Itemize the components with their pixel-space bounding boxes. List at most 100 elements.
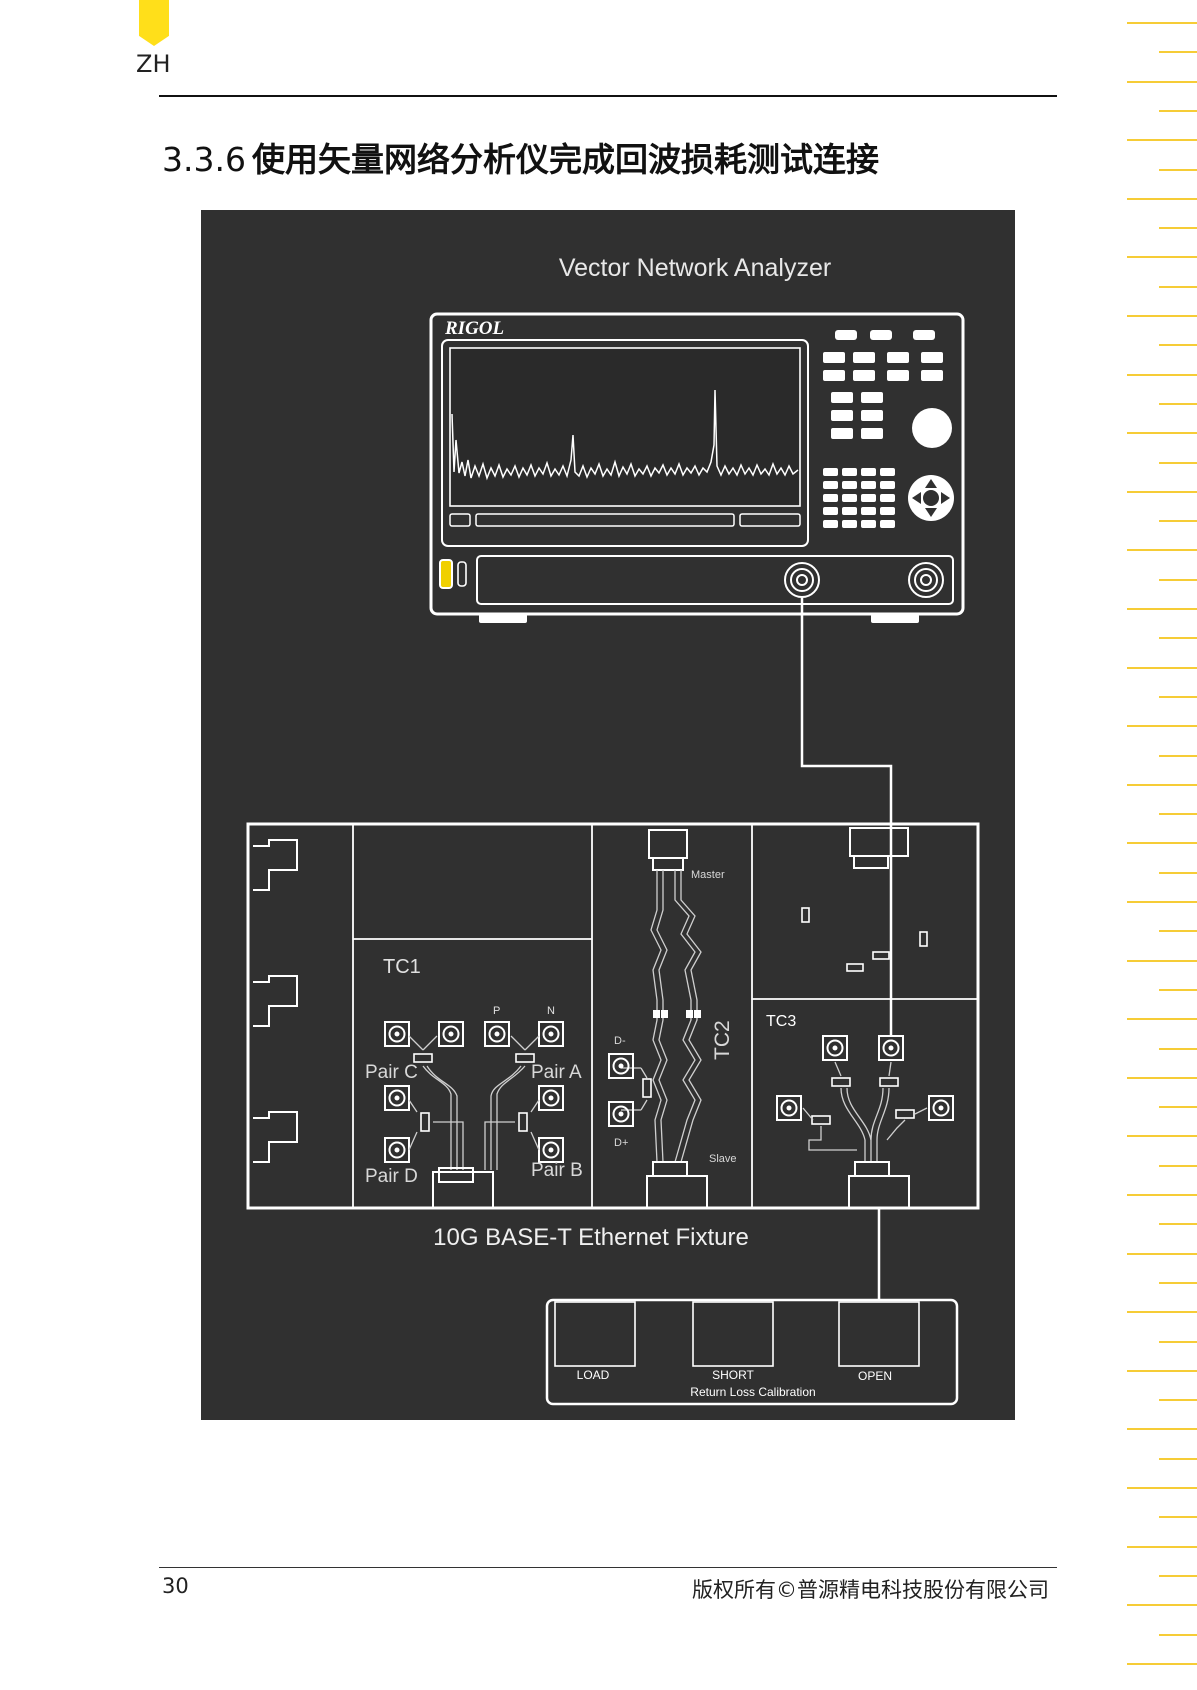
tc2-master-label: Master: [691, 869, 725, 881]
ruler-tick: [1127, 1369, 1197, 1372]
ruler-tick: [1159, 1223, 1197, 1226]
fixture-label: 10G BASE-T Ethernet Fixture: [433, 1224, 749, 1251]
ruler-tick: [1159, 637, 1197, 640]
tc2-d-plus: D+: [614, 1137, 628, 1149]
tc3-rj45-top: [849, 827, 909, 869]
ruler-tick: [1159, 1047, 1197, 1050]
ruler-tick: [1159, 227, 1197, 230]
page-number: 30: [162, 1574, 189, 1598]
load-label: LOAD: [577, 1368, 610, 1382]
tc2-title: TC2: [711, 1020, 734, 1060]
ruler-tick: [1127, 256, 1197, 259]
ruler-tick: [1159, 461, 1197, 464]
edge-ruler: [1110, 0, 1197, 1690]
section-number: 3.3.6: [162, 140, 246, 179]
tc1-pin-p: P: [493, 1005, 500, 1017]
tc3-rj45-bottom: [848, 1161, 910, 1209]
ruler-tick: [1159, 168, 1197, 171]
rigol-logo: RIGOL: [444, 318, 504, 339]
tc1-traces: [408, 1035, 540, 1170]
tc3-title: TC3: [766, 1013, 796, 1030]
ruler-tick: [1159, 1633, 1197, 1636]
tc2-d-minus: D-: [614, 1035, 626, 1047]
ruler-tick: [1127, 842, 1197, 845]
ruler-tick: [1159, 1281, 1197, 1284]
tc2-capacitors: [653, 1010, 701, 1018]
ruler-tick: [1127, 1604, 1197, 1607]
ruler-tick: [1127, 666, 1197, 669]
tc1-pair-c: Pair C: [365, 1062, 418, 1083]
rotary-knob: [912, 408, 952, 448]
ruler-tick: [1127, 432, 1197, 435]
ruler-tick: [1159, 813, 1197, 816]
header-rule: [159, 95, 1057, 97]
ruler-tick: [1127, 549, 1197, 552]
ruler-tick: [1127, 1428, 1197, 1431]
ruler-tick: [1127, 490, 1197, 493]
ruler-tick: [1127, 373, 1197, 376]
connection-diagram: Vector Network Analyzer RIGOL: [201, 210, 1015, 1420]
open-label: OPEN: [858, 1369, 892, 1383]
ruler-tick: [1159, 1106, 1197, 1109]
ruler-tick: [1127, 1194, 1197, 1196]
tc2-rj45-top: [648, 829, 688, 871]
ethernet-fixture: TC1 P N Pair C Pair A Pair D Pair B: [246, 822, 980, 1210]
ruler-tick: [1159, 578, 1197, 581]
short-label: SHORT: [712, 1368, 754, 1382]
vector-network-analyzer: RIGOL: [429, 312, 965, 623]
port-2-connector: [908, 562, 944, 598]
ruler-tick: [1127, 315, 1197, 317]
cable-analyzer-to-fixture: [800, 598, 893, 1036]
analyzer-screen: [449, 347, 801, 507]
ruler-tick: [1127, 725, 1197, 728]
ruler-tick: [1127, 1487, 1197, 1489]
tc2-rj45-bottom: [646, 1161, 708, 1209]
ruler-tick: [1159, 402, 1197, 405]
spectrum-trace: [451, 389, 799, 481]
ruler-tick: [1159, 51, 1197, 54]
tc1-pair-d: Pair D: [365, 1166, 418, 1187]
ruler-tick: [1127, 608, 1197, 610]
analyzer-keypad: [823, 330, 943, 528]
language-code: ZH: [136, 50, 171, 78]
ruler-tick: [1127, 80, 1197, 83]
ruler-tick: [1127, 1311, 1197, 1314]
ruler-tick: [1127, 1545, 1197, 1548]
ruler-tick: [1159, 1574, 1197, 1577]
ruler-tick: [1159, 871, 1197, 874]
footer-rule: [159, 1567, 1057, 1568]
calibration-caption: Return Loss Calibration: [690, 1385, 815, 1399]
ruler-tick: [1159, 1457, 1197, 1460]
open-standard: [838, 1301, 920, 1367]
ruler-tick: [1159, 1164, 1197, 1167]
ruler-tick: [1127, 139, 1197, 142]
ruler-tick: [1159, 1399, 1197, 1402]
ruler-tick: [1159, 1516, 1197, 1519]
ruler-tick: [1127, 197, 1197, 200]
ruler-tick: [1127, 1662, 1197, 1665]
port-panel: [476, 555, 954, 605]
ruler-tick: [1159, 285, 1197, 288]
tc3-resistors: [811, 1077, 915, 1125]
ruler-tick: [1159, 109, 1197, 112]
ruler-tick: [1159, 1340, 1197, 1343]
ruler-tick: [1159, 930, 1197, 933]
load-standard: [554, 1301, 636, 1367]
language-flag: [139, 0, 169, 46]
ruler-tick: [1127, 783, 1197, 786]
ruler-tick: [1127, 959, 1197, 962]
copyright-notice: 版权所有©普源精电科技股份有限公司: [692, 1578, 1049, 1602]
tc1-resistors: [413, 1053, 535, 1132]
ruler-tick: [1127, 1252, 1197, 1255]
tc3-connectors: [776, 1035, 954, 1121]
ruler-tick: [1127, 1076, 1197, 1079]
ruler-tick: [1159, 754, 1197, 757]
ruler-tick: [1159, 344, 1197, 347]
tc2-slave-label: Slave: [709, 1153, 737, 1165]
ruler-tick: [1159, 520, 1197, 523]
tc1-pin-n: N: [547, 1005, 555, 1017]
tc1-connectors: [384, 1021, 564, 1163]
short-standard: [692, 1301, 774, 1367]
ruler-tick: [1127, 22, 1197, 24]
